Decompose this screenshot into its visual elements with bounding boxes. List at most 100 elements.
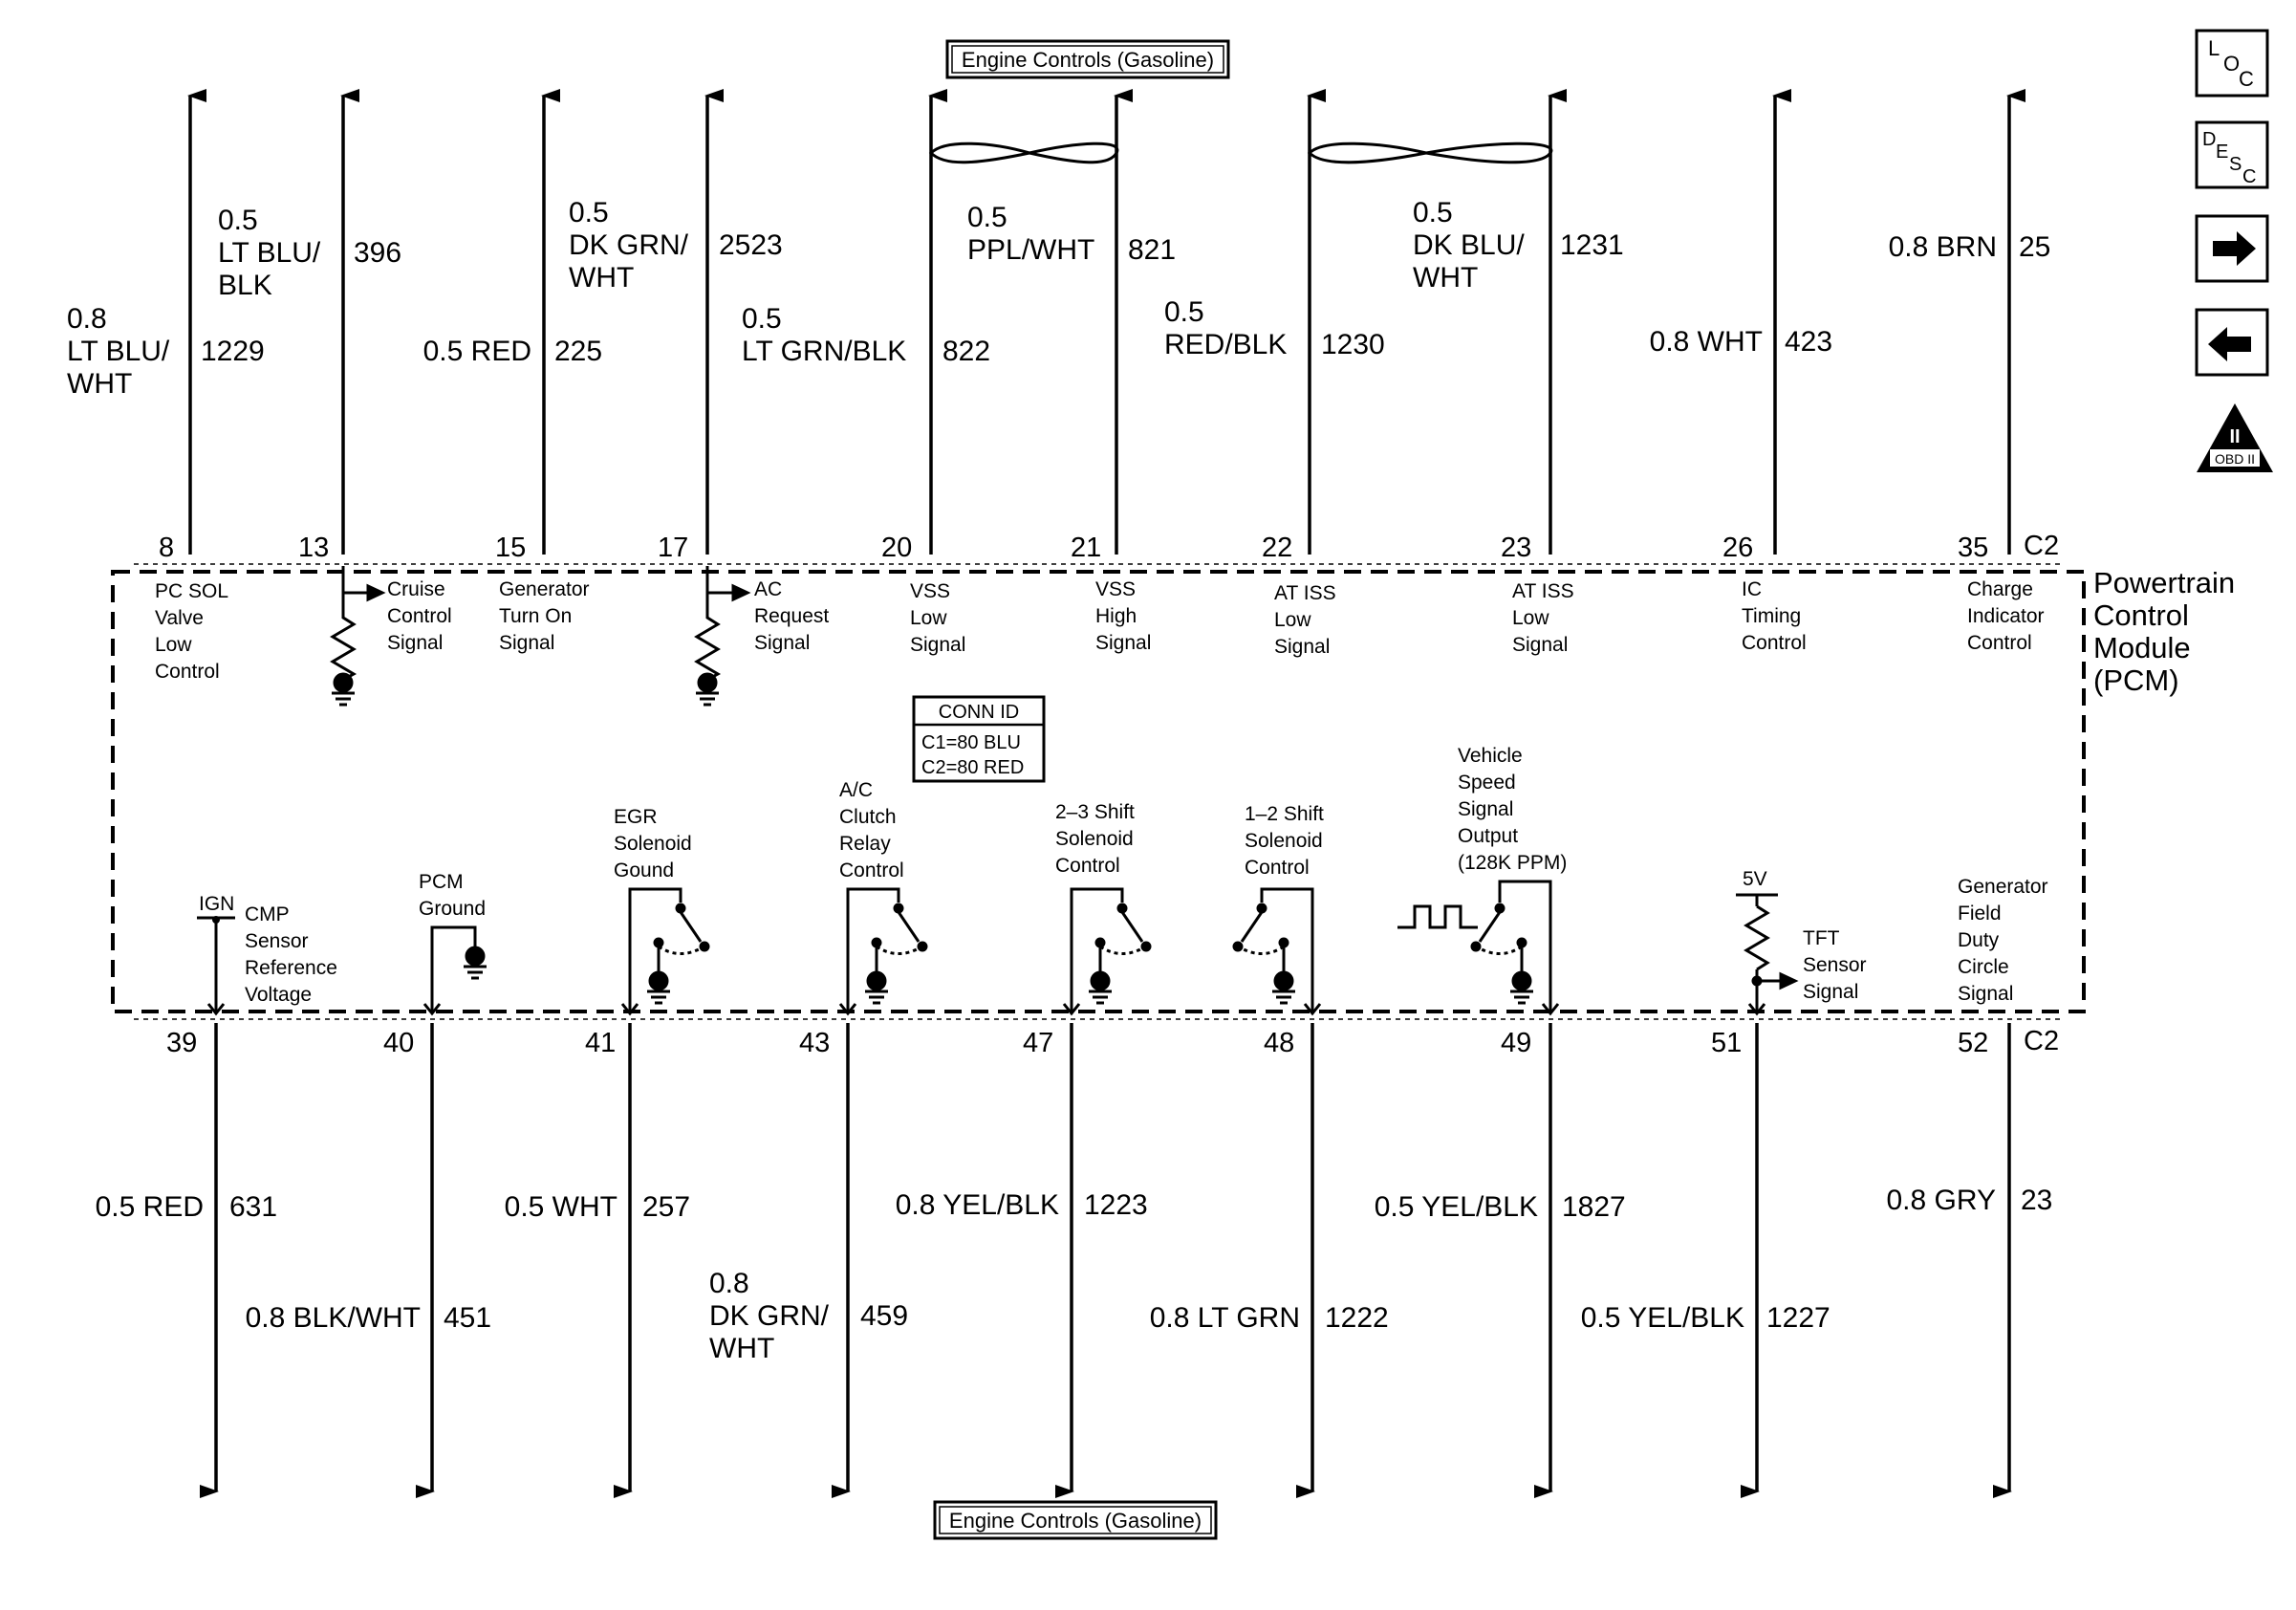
- svg-text:0.5 RED: 0.5 RED: [96, 1191, 204, 1223]
- svg-text:15: 15: [495, 533, 526, 563]
- svg-text:23: 23: [2021, 1185, 2052, 1216]
- svg-text:225: 225: [554, 336, 602, 367]
- top-reference-label: Engine Controls (Gasoline): [962, 48, 1214, 72]
- svg-text:0.5 YEL/BLK: 0.5 YEL/BLK: [1581, 1302, 1744, 1334]
- back-button[interactable]: [2195, 308, 2269, 377]
- svg-text:0.5: 0.5: [742, 303, 782, 335]
- svg-text:C: C: [2242, 166, 2256, 187]
- svg-text:VSS: VSS: [1095, 578, 1136, 600]
- wire-top-22[interactable]: 22 0.5 RED/BLK 1230 AT ISS Low Signal: [1164, 89, 1385, 658]
- svg-text:Duty: Duty: [1958, 929, 2000, 951]
- desc-button[interactable]: D E S C: [2195, 120, 2269, 189]
- twisted-pair-vss: [928, 141, 1119, 164]
- cruise-pullup-resistor: [330, 566, 386, 707]
- svg-text:O: O: [2223, 52, 2240, 76]
- pulse-train-icon: [1397, 904, 1478, 929]
- wire-color-stripe: WHT: [67, 368, 132, 400]
- svg-text:DK BLU/: DK BLU/: [1413, 229, 1525, 261]
- svg-text:High: High: [1095, 605, 1137, 627]
- wire-top-15[interactable]: 15 0.5 RED 225 Generator Turn On Signal: [423, 89, 602, 654]
- wire-bottom-51[interactable]: 51 0.5 YEL/BLK 1227 5V TFT Sensor Signal: [1581, 868, 1867, 1498]
- wire-top-21[interactable]: 21 0.5 PPL/WHT 821 VSS High Signal: [967, 89, 1176, 654]
- svg-text:Control: Control: [387, 605, 452, 627]
- svg-text:(128K PPM): (128K PPM): [1458, 852, 1567, 874]
- shift-12-driver-switch: [1232, 887, 1322, 1016]
- loc-button[interactable]: L O C: [2195, 29, 2269, 98]
- wire-circuit: 1229: [201, 336, 265, 367]
- wire-top-13[interactable]: 13 0.5 LT BLU/ BLK 396 Cruise Control Si…: [218, 89, 452, 654]
- svg-text:Circle: Circle: [1958, 956, 2009, 978]
- svg-text:Clutch: Clutch: [839, 806, 897, 828]
- wire-bottom-47[interactable]: 47 0.8 YEL/BLK 1223 2–3 Shift Solenoid C…: [896, 801, 1148, 1498]
- svg-text:1230: 1230: [1321, 329, 1385, 360]
- wire-bottom-43[interactable]: 43 0.8 DK GRN/ WHT 459 A/C Clutch Relay …: [709, 779, 908, 1498]
- svg-text:C1=80 BLU: C1=80 BLU: [921, 732, 1021, 753]
- svg-text:AC: AC: [754, 578, 782, 600]
- svg-text:396: 396: [354, 237, 401, 269]
- svg-text:CONN ID: CONN ID: [939, 702, 1019, 723]
- svg-text:Module: Module: [2093, 631, 2191, 664]
- svg-text:C: C: [2239, 67, 2254, 91]
- svg-text:257: 257: [642, 1191, 690, 1223]
- wire-top-20[interactable]: 20 0.5 LT GRN/BLK 822 VSS Low Signal: [742, 89, 990, 656]
- svg-text:Solenoid: Solenoid: [614, 833, 692, 855]
- arrow-right-icon: [2213, 231, 2256, 266]
- svg-text:DK GRN/: DK GRN/: [709, 1300, 830, 1332]
- svg-text:423: 423: [1785, 326, 1832, 358]
- wire-bottom-52[interactable]: 52 0.8 GRY 23 Generator Field Duty Circl…: [1886, 876, 2052, 1498]
- wire-bottom-39[interactable]: 39 0.5 RED 631 IGN CMP Sensor Reference …: [96, 893, 337, 1498]
- bottom-reference-label: Engine Controls (Gasoline): [949, 1509, 1202, 1533]
- ac-request-pullup-resistor: [694, 566, 751, 707]
- svg-text:25: 25: [2019, 231, 2050, 263]
- forward-button[interactable]: [2195, 214, 2269, 283]
- svg-text:Signal: Signal: [1458, 798, 1513, 820]
- svg-text:459: 459: [860, 1300, 908, 1332]
- bottom-reference-box[interactable]: Engine Controls (Gasoline): [933, 1500, 1218, 1540]
- svg-text:Gound: Gound: [614, 859, 674, 881]
- svg-text:Vehicle: Vehicle: [1458, 745, 1523, 767]
- wire-top-35[interactable]: 35 0.8 BRN 25 Charge Indicator Control: [1889, 89, 2051, 654]
- svg-text:AT ISS: AT ISS: [1274, 582, 1336, 604]
- svg-text:0.8 BLK/WHT: 0.8 BLK/WHT: [246, 1302, 421, 1334]
- svg-text:Request: Request: [754, 605, 829, 627]
- svg-text:Sensor: Sensor: [1803, 954, 1867, 976]
- svg-text:Relay: Relay: [839, 833, 891, 855]
- wire-top-17[interactable]: 17 0.5 DK GRN/ WHT 2523 AC Request Signa…: [569, 89, 829, 654]
- svg-text:L: L: [2208, 36, 2220, 60]
- wire-top-8[interactable]: 8 0.8 LT BLU/ WHT 1229 PC SOL Valve Low …: [67, 89, 265, 683]
- svg-text:Low: Low: [1274, 609, 1311, 631]
- svg-text:Charge: Charge: [1967, 578, 2033, 600]
- twisted-pair-iss: [1307, 141, 1553, 164]
- svg-text:A/C: A/C: [839, 779, 873, 801]
- wire-bottom-49[interactable]: 49 0.5 YEL/BLK 1827 Vehicle Speed Signal…: [1375, 745, 1626, 1498]
- obd-ii-button[interactable]: II OBD II: [2197, 403, 2273, 472]
- wire-bottom-40[interactable]: 40 0.8 BLK/WHT 451 PCM Ground: [246, 871, 491, 1498]
- pin-label-line: PC SOL: [155, 580, 228, 602]
- svg-text:Control: Control: [839, 859, 904, 881]
- wire-bottom-41[interactable]: 41 0.5 WHT 257 EGR Solenoid Gound: [505, 806, 692, 1498]
- svg-text:Signal: Signal: [1274, 636, 1330, 658]
- top-reference-box[interactable]: Engine Controls (Gasoline): [945, 39, 1230, 79]
- svg-text:23: 23: [1501, 533, 1531, 563]
- wire-top-26[interactable]: 26 0.8 WHT 423 IC Timing Control: [1650, 89, 1832, 654]
- wire-color: LT BLU/: [67, 336, 170, 367]
- svg-text:E: E: [2216, 141, 2228, 163]
- svg-text:PPL/WHT: PPL/WHT: [967, 234, 1094, 266]
- svg-text:Signal: Signal: [1958, 983, 2013, 1005]
- svg-text:43: 43: [799, 1028, 830, 1058]
- svg-text:Indicator: Indicator: [1967, 605, 2045, 627]
- wire-bottom-48[interactable]: 48 0.8 LT GRN 1222 1–2 Shift Solenoid Co…: [1150, 803, 1389, 1498]
- svg-text:631: 631: [229, 1191, 277, 1223]
- svg-text:LT GRN/BLK: LT GRN/BLK: [742, 336, 906, 367]
- svg-text:DK GRN/: DK GRN/: [569, 229, 689, 261]
- ac-clutch-driver-switch: [838, 887, 928, 1016]
- svg-text:Generator: Generator: [1958, 876, 2048, 898]
- svg-text:21: 21: [1071, 533, 1101, 563]
- wire-top-23[interactable]: 23 0.5 DK BLU/ WHT 1231 AT ISS Low Signa…: [1413, 89, 1624, 656]
- svg-text:0.8 YEL/BLK: 0.8 YEL/BLK: [896, 1189, 1059, 1221]
- svg-text:Signal: Signal: [1512, 634, 1568, 656]
- svg-text:0.8 GRY: 0.8 GRY: [1886, 1185, 1996, 1216]
- svg-text:41: 41: [585, 1028, 616, 1058]
- svg-text:D: D: [2202, 129, 2216, 150]
- svg-text:0.5: 0.5: [967, 202, 1007, 233]
